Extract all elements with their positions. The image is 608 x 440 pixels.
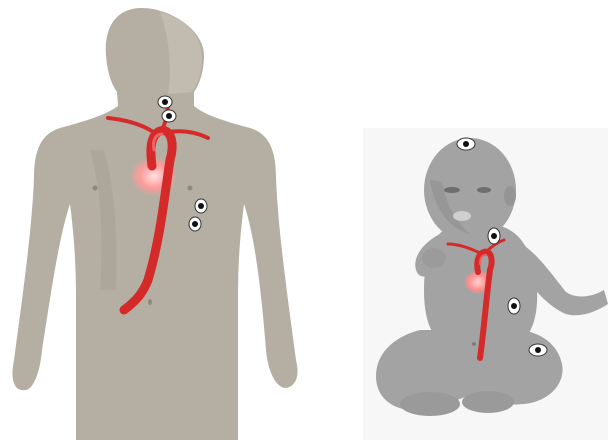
infant-left-hand xyxy=(422,248,446,268)
infant-mouth xyxy=(453,211,471,221)
infant-ear xyxy=(504,186,516,206)
sensor-pad-icon xyxy=(189,217,201,231)
adult-body xyxy=(13,8,298,440)
adult-right-nipple xyxy=(188,186,193,191)
sensor-pad-icon xyxy=(162,110,176,122)
sensor-pad-icon xyxy=(457,138,475,150)
sensor-pad-icon xyxy=(488,228,500,244)
adult-figure xyxy=(13,8,298,440)
adult-navel xyxy=(148,299,152,305)
sensor-pad-icon xyxy=(529,344,547,356)
adult-left-nipple xyxy=(93,186,98,191)
infant-left-eye xyxy=(444,187,460,193)
infant-left-foot xyxy=(400,392,460,416)
sensor-pad-icon xyxy=(195,199,207,213)
infant-right-foot xyxy=(462,391,514,413)
infant-figure xyxy=(376,138,608,416)
infant-right-eye xyxy=(477,187,491,193)
sensor-pad-icon xyxy=(158,96,172,108)
sensor-pad-icon xyxy=(508,298,520,314)
infant-navel xyxy=(472,342,476,346)
